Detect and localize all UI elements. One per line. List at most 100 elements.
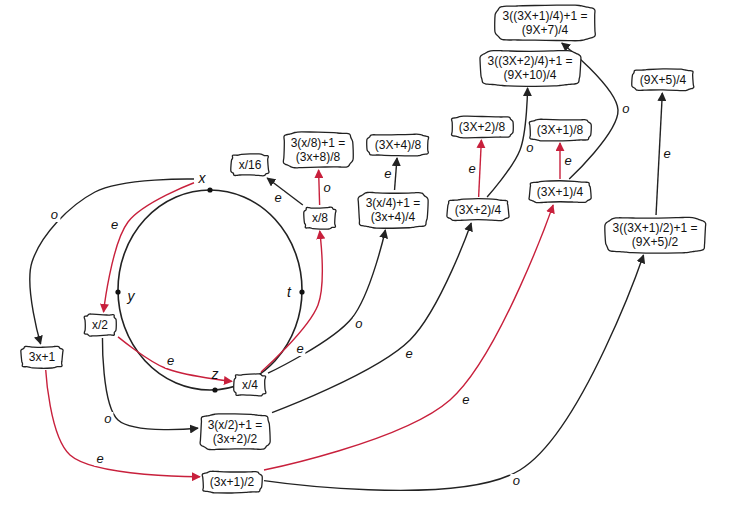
node-text: (3X+1)/4 — [536, 185, 584, 199]
transition-arrow — [319, 170, 320, 205]
point-label: z — [212, 366, 219, 382]
cloud-node: 3((3X+1)/2)+1 = (9X+5)/2 — [604, 216, 707, 254]
cloud-node: (3X+1)/4 — [528, 180, 592, 204]
cloud-shape — [447, 199, 509, 221]
edge-label: o — [524, 141, 535, 155]
cloud-shape — [529, 181, 591, 203]
cloud-node: (3X+2)/8 — [450, 115, 514, 139]
cloud-shape — [21, 346, 63, 368]
transition-arrow — [395, 158, 397, 190]
cloud-node: (3X+1)/8 — [528, 118, 592, 142]
edge-label: e — [109, 218, 120, 232]
transition-arrow — [264, 205, 553, 470]
transition-arrow — [656, 93, 662, 215]
node-text: (3X+4)/8 — [374, 138, 422, 152]
node-text: 3(x/4)+1 = (3x+4)/4 — [365, 196, 421, 224]
cloud-node: 3(x/8)+1 = (3x+8)/8 — [282, 131, 354, 169]
point-label: t — [287, 284, 291, 300]
node-text: 3((3X+1)/2)+1 = (9X+5)/2 — [612, 221, 699, 249]
point-dot — [299, 289, 304, 294]
cloud-node: x/2 — [83, 313, 117, 337]
cloud-node: (3x+1)/2 — [201, 470, 263, 494]
cloud-shape — [231, 154, 269, 176]
node-text: (3x+1)/2 — [209, 475, 255, 489]
node-text: x/8 — [311, 211, 329, 225]
cloud-shape — [358, 192, 428, 228]
cloud-shape — [200, 414, 270, 450]
node-text: 3x+1 — [28, 350, 56, 364]
cloud-shape — [367, 134, 429, 156]
node-text: 3((3X+1)/4)+1 = (9X+7)/4 — [502, 9, 589, 37]
cloud-node: x/4 — [233, 373, 267, 397]
cloud-node: 3(x/4)+1 = (3x+4)/4 — [357, 191, 429, 229]
edge-label: o — [511, 474, 522, 488]
point-dot — [115, 289, 120, 294]
cloud-shape — [604, 217, 705, 253]
node-text: x/2 — [91, 318, 109, 332]
cloud-shape — [84, 314, 116, 336]
node-text: x/4 — [241, 378, 259, 392]
edge-label: e — [272, 191, 283, 205]
cloud-shape — [529, 119, 591, 141]
cloud-shape — [304, 207, 336, 229]
edge-label: e — [94, 452, 105, 466]
transition-arrow — [268, 230, 385, 373]
transition-arrow — [479, 140, 482, 197]
edge-label: e — [382, 167, 393, 181]
cloud-node: (3X+4)/8 — [366, 133, 430, 157]
point-label: y — [128, 288, 135, 304]
node-text: x — [198, 171, 206, 185]
edge-label: o — [353, 317, 364, 331]
cloud-node: x/16 — [230, 153, 270, 177]
transition-arrow — [264, 255, 644, 490]
edge-label: o — [102, 412, 113, 426]
node-text: 3((3X+2)/4)+1 = (9X+10)/4 — [487, 54, 574, 82]
edge-label: e — [165, 354, 176, 368]
transition-arrow — [118, 337, 232, 381]
cloud-node: 3(x/2)+1 = (3x+2)/2 — [199, 413, 271, 451]
transition-arrow — [559, 143, 560, 179]
transition-arrow — [102, 338, 198, 430]
cloud-node: x/8 — [303, 206, 337, 230]
node-text: (3X+1)/8 — [536, 123, 584, 137]
cloud-shape — [202, 471, 262, 493]
transition-arrow — [104, 183, 194, 312]
transition-arrow — [261, 231, 322, 372]
cloud-node: 3x+1 — [20, 345, 64, 369]
transition-arrow — [267, 178, 303, 205]
node-text: 3(x/8)+1 = (3x+8)/8 — [290, 136, 346, 164]
cloud-node: 3((3X+1)/4)+1 = (9X+7)/4 — [494, 4, 597, 42]
cloud-shape — [283, 132, 353, 168]
edge-label: e — [403, 347, 414, 361]
node-text: 3(x/2)+1 = (3x+2)/2 — [207, 418, 263, 446]
cloud-node: (9X+5)/4 — [631, 68, 695, 92]
edge-label: e — [562, 154, 573, 168]
edge-label: o — [321, 181, 332, 195]
transition-arrow — [487, 88, 527, 197]
node-text: x/16 — [238, 158, 262, 172]
point-dot — [207, 187, 212, 192]
edge-label: e — [294, 342, 305, 356]
cloud-shape — [452, 116, 514, 138]
node-text: (9X+5)/4 — [639, 73, 687, 87]
cloud-shape — [479, 51, 580, 87]
cloud-node: (3X+2)/4 — [446, 198, 510, 222]
edge-label: o — [49, 208, 60, 222]
point-node: x — [195, 170, 209, 186]
node-text: (3X+2)/8 — [458, 120, 506, 134]
transition-arrow — [272, 223, 471, 413]
cloud-shape — [632, 69, 694, 91]
point-dot — [212, 387, 217, 392]
edge-label: e — [662, 147, 673, 161]
edge-label: o — [620, 102, 631, 116]
transition-arrow — [30, 179, 194, 344]
node-text: (3X+2)/4 — [454, 203, 502, 217]
cloud-shape — [234, 374, 266, 396]
cloud-node: 3((3X+2)/4)+1 = (9X+10)/4 — [479, 49, 582, 87]
cloud-shape — [494, 5, 595, 41]
